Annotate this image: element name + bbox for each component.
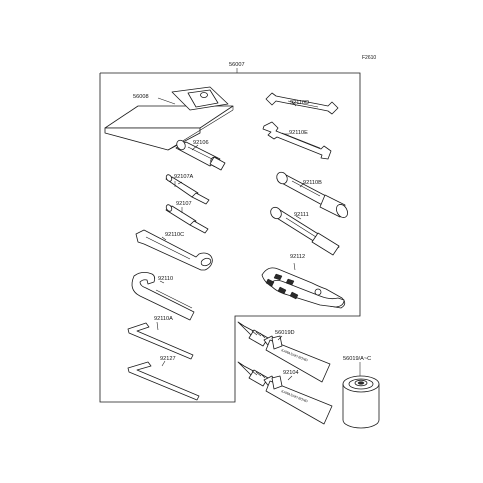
hook-wrench: 92110 [131,272,195,321]
kit-frame: 56007 [99,62,361,403]
label-hex: 92127 [160,356,176,362]
extension-bar: 92106 [175,139,226,171]
screwdriver-bit-a: 92107A [165,174,210,205]
label-screwdriver: 92107 [176,201,192,207]
screwdriver: 92107 [165,201,209,234]
spark-plug-wrench: 92110B [276,171,348,218]
label-wrench-10e: 92110E [289,130,308,136]
label-hook-wrench: 92110 [158,276,173,282]
tool-pouch: 56008 [104,86,234,151]
label-extension: 92106 [193,140,209,146]
label-kit: 56007 [229,62,245,68]
label-bond-tube: 92104 [283,370,299,376]
box-wrench: 92110C [135,229,213,271]
hex-wrench-a: 92110A [127,316,194,360]
label-spark-wrench: 92110B [303,180,322,186]
label-pouch: 56008 [133,94,149,100]
figure-code: F2610 [362,55,376,61]
hex-wrench: 92127 [127,356,200,401]
label-oil-filter: 56019/A~C [343,356,371,362]
bond-tube: KAWASAKI BOND 92104 [237,361,333,425]
label-screwdriver-a: 92107A [174,174,194,180]
label-wrench-10d: 92110D [290,100,309,106]
pliers: 92112 [261,254,346,309]
label-handle: 92111 [294,212,309,218]
label-pliers: 92112 [290,254,305,260]
label-hex-a: 92110A [154,316,173,322]
open-end-wrench-d: 92110D [265,92,339,115]
oil-filter: 56019/A~C [342,356,380,429]
screwdriver-handle: 92111 [270,206,340,256]
open-end-wrench-e: 92110E [262,121,332,160]
label-bond-d: 56019D [275,330,295,336]
label-wrench-10c: 92110C [165,232,184,238]
